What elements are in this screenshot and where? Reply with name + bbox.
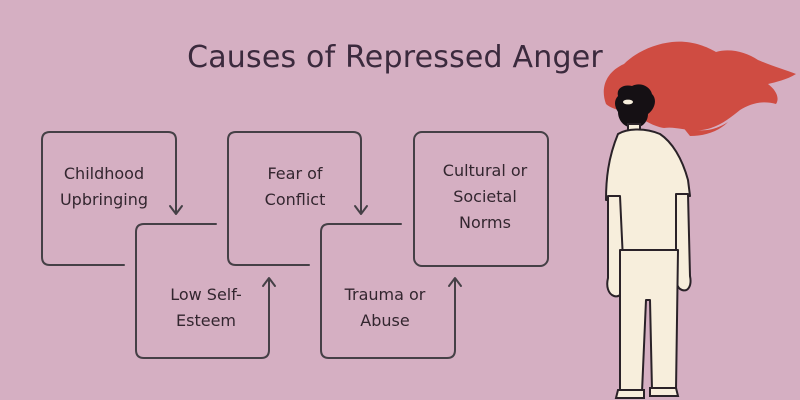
box-fear-of-conflict: [227, 131, 362, 266]
step-label-trauma-or-abuse: Trauma or Abuse: [344, 285, 426, 330]
step-label-fear-of-conflict: Fear of Conflict: [264, 164, 326, 209]
box-low-self-esteem: [135, 223, 270, 359]
dark-head: [615, 84, 655, 128]
box-trauma-or-abuse: [320, 223, 456, 359]
step-label-childhood-upbringing: Childhood Upbringing: [59, 164, 149, 209]
pants: [619, 249, 679, 393]
box-cultural-or-societal-norms: [413, 131, 549, 267]
step-label-cultural-or-societal-norms: Cultural or Societal Norms: [442, 161, 528, 232]
shirt: [605, 128, 691, 253]
diagram-title: Causes of Repressed Anger: [187, 40, 603, 75]
arrow-up-1: [262, 277, 276, 287]
person-with-flaming-hair-illustration: [603, 41, 796, 399]
arrow-down-1: [169, 205, 183, 215]
step-label-low-self-esteem: Low Self-Esteem: [170, 285, 242, 330]
arrow-down-2: [354, 205, 368, 215]
shoes: [614, 387, 680, 399]
box-childhood-upbringing: [41, 131, 177, 266]
arrow-up-2: [448, 277, 462, 287]
eye: [623, 99, 633, 105]
